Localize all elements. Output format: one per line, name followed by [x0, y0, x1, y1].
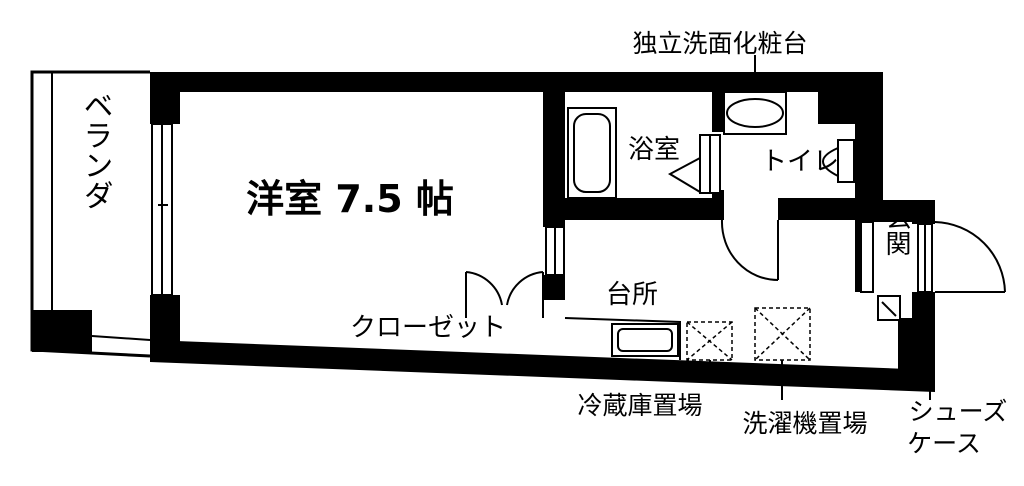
vanity-label: 独立洗面化粧台: [632, 29, 807, 58]
bathroom-label: 浴室: [628, 135, 680, 165]
entrance-area: [860, 221, 1006, 321]
kitchen-label: 台所: [606, 280, 658, 310]
shoe-case-label-line1: シューズ: [909, 397, 1008, 426]
kitchen-counter: [564, 317, 681, 360]
fridge-space-label: 冷蔵庫置場: [577, 391, 702, 420]
veranda-area: [30, 70, 151, 358]
balcony-window: [151, 123, 173, 296]
washer-space: [754, 307, 811, 361]
toilet-label: トイレ: [761, 147, 839, 177]
shoe-case-label-line2: ケース: [907, 429, 981, 458]
toilet-door: [720, 219, 779, 281]
bathtub: [567, 107, 617, 199]
bathroom-door: [667, 134, 721, 194]
interior-walls: [543, 72, 883, 300]
veranda-label: ベランダ: [78, 90, 113, 210]
closet-doors: [465, 271, 544, 318]
exterior-walls: [150, 72, 935, 392]
kitchen-window: [545, 226, 565, 276]
toilet-fixture: [822, 139, 855, 183]
western-room-label: 洋室 7.5 帖: [246, 177, 454, 221]
vanity-sink: [723, 55, 787, 135]
washer-space-label: 洗濯機置場: [742, 409, 867, 438]
closet-label: クローゼット: [350, 313, 506, 343]
veranda-drain-block: [32, 310, 92, 352]
entrance-label: 玄関: [881, 204, 911, 256]
fridge-space: [686, 321, 733, 361]
